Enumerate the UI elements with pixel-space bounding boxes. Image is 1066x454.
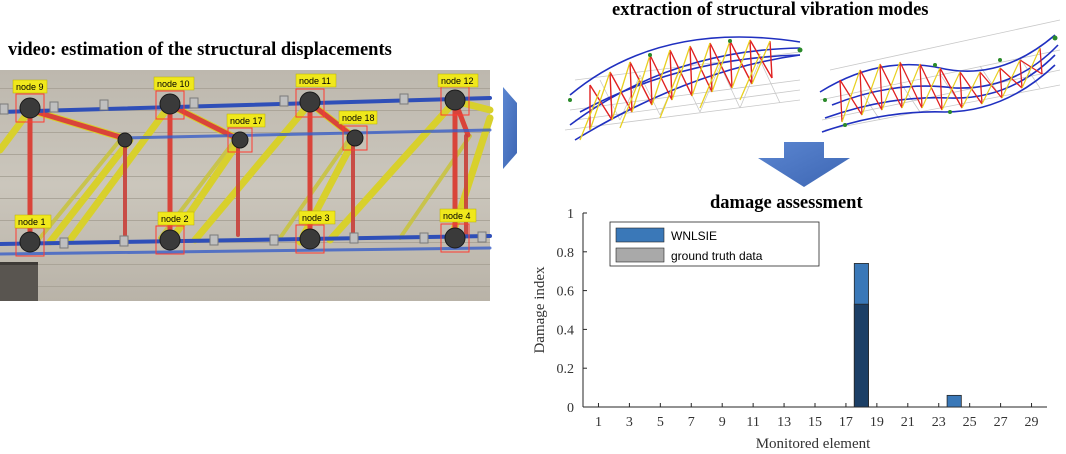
x-tick-label: 9: [719, 415, 726, 430]
y-tick-label: 0.8: [557, 246, 575, 261]
node-label-9-text: node 9: [16, 82, 44, 92]
bar-ground-truth-18: [853, 303, 869, 408]
node-label-18-text: node 18: [342, 113, 375, 123]
node-label-3-text: node 3: [302, 213, 330, 223]
node-label-12: node 12: [437, 73, 479, 88]
node-label-11: node 11: [295, 73, 337, 88]
x-tick-label: 21: [901, 415, 915, 430]
node-label-4-text: node 4: [443, 211, 471, 221]
mode-shape-2: [819, 19, 1061, 133]
x-tick-label: 3: [626, 415, 633, 430]
node-label-2: node 2: [157, 211, 195, 226]
node-labels: node 9 node 10 node 17 node 11 node 18 n…: [12, 73, 479, 229]
video-title: video: estimation of the structural disp…: [8, 40, 392, 60]
x-tick-label: 23: [932, 415, 946, 430]
y-tick-label: 0.4: [557, 323, 575, 338]
bar-wnlsie-24: [946, 394, 962, 408]
x-tick-label: 11: [746, 415, 759, 430]
node-label-2-text: node 2: [161, 214, 189, 224]
node-label-18: node 18: [338, 110, 378, 125]
y-tick-label: 1: [567, 207, 574, 222]
y-tick-label: 0.6: [557, 285, 575, 300]
y-tick-label: 0: [567, 401, 574, 416]
truss-photo: [0, 70, 494, 301]
x-tick-label: 25: [963, 415, 977, 430]
modes-title: extraction of structural vibration modes: [612, 0, 929, 20]
arrow-down-icon: [758, 142, 850, 187]
node-label-1-text: node 1: [18, 217, 46, 227]
y-tick-label: 0.2: [557, 362, 575, 377]
node-label-10: node 10: [153, 76, 195, 91]
x-tick-label: 27: [994, 415, 1008, 430]
node-label-17: node 17: [226, 113, 266, 128]
node-label-12-text: node 12: [441, 76, 474, 86]
x-tick-label: 15: [808, 415, 822, 430]
x-tick-label: 13: [777, 415, 791, 430]
x-tick-label: 5: [657, 415, 664, 430]
x-tick-label: 19: [870, 415, 884, 430]
node-label-1: node 1: [14, 214, 52, 229]
legend-label-ground-truth: ground truth data: [671, 249, 763, 263]
legend-swatch-ground-truth: [615, 247, 665, 263]
mode-shape-1: [564, 36, 803, 141]
chart-legend: WNLSIE ground truth data: [609, 221, 820, 267]
legend-label-wnlsie: WNLSIE: [671, 229, 717, 243]
x-tick-label: 1: [595, 415, 602, 430]
node-label-9: node 9: [12, 79, 48, 94]
node-label-11-text: node 11: [299, 76, 331, 86]
x-tick-label: 29: [1025, 415, 1039, 430]
node-label-3: node 3: [298, 210, 336, 225]
chart-bars: [853, 263, 962, 408]
x-tick-label: 17: [839, 415, 853, 430]
legend-swatch-wnlsie: [615, 227, 665, 243]
node-label-10-text: node 10: [157, 79, 190, 89]
x-axis-label: Monitored element: [756, 436, 871, 452]
arrow-right-icon: [503, 87, 517, 169]
node-label-17-text: node 17: [230, 116, 263, 126]
y-axis-label: Damage index: [532, 266, 548, 354]
damage-title: damage assessment: [710, 193, 863, 213]
node-label-4: node 4: [439, 208, 477, 223]
x-tick-label: 7: [688, 415, 695, 430]
